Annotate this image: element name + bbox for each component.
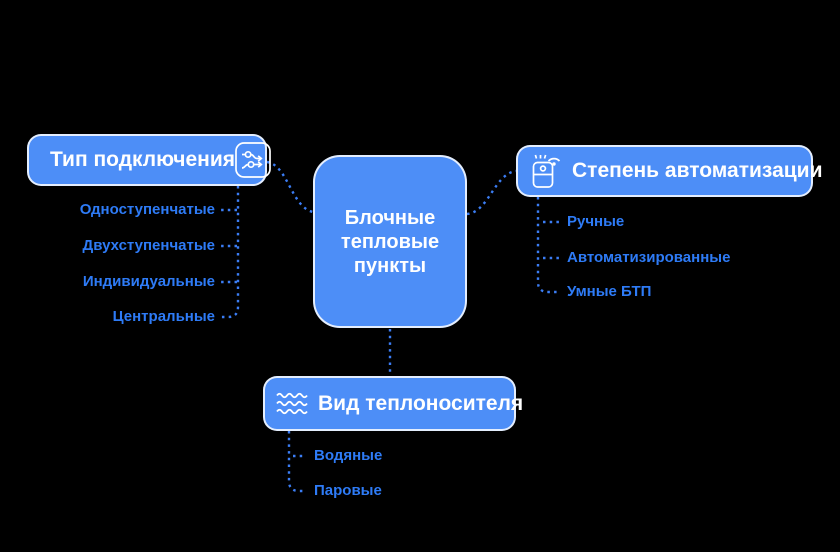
branch-item: Умные БТП [567, 283, 652, 300]
branch-item: Индивидуальные [82, 273, 215, 290]
branch-node-automation: Степень автоматизации [516, 145, 823, 197]
branch-title: Тип подключения [50, 148, 235, 171]
branch-item: Ручные [567, 213, 625, 230]
branch-item: Центральные [112, 308, 215, 325]
branch-line-connection-type [220, 186, 240, 319]
branch-title: Вид теплоносителя [318, 391, 524, 415]
branch-title: Степень автоматизации [572, 159, 823, 182]
central-topic-node: Блочные тепловые пункты [313, 155, 467, 328]
flow-options-icon [235, 142, 271, 178]
branch-item: Автоматизированные [567, 249, 731, 266]
branch-item: Паровые [314, 482, 382, 499]
branch-line-automation [536, 197, 557, 294]
branch-line-heat-carrier [287, 431, 306, 493]
connector-left-to-center [266, 160, 314, 214]
branch-node-heat-carrier: Вид теплоносителя [263, 376, 523, 431]
smart-device-wifi-icon [532, 154, 561, 188]
connector-center-to-right [466, 169, 517, 216]
central-topic-title: Блочные тепловые пункты [340, 206, 440, 277]
branch-item: Двухступенчатые [82, 237, 215, 254]
branch-item: Одноступенчатые [79, 201, 215, 218]
branch-node-connection-type: Тип подключения [27, 134, 271, 186]
waves-icon [276, 392, 308, 415]
branch-item: Водяные [314, 447, 383, 464]
